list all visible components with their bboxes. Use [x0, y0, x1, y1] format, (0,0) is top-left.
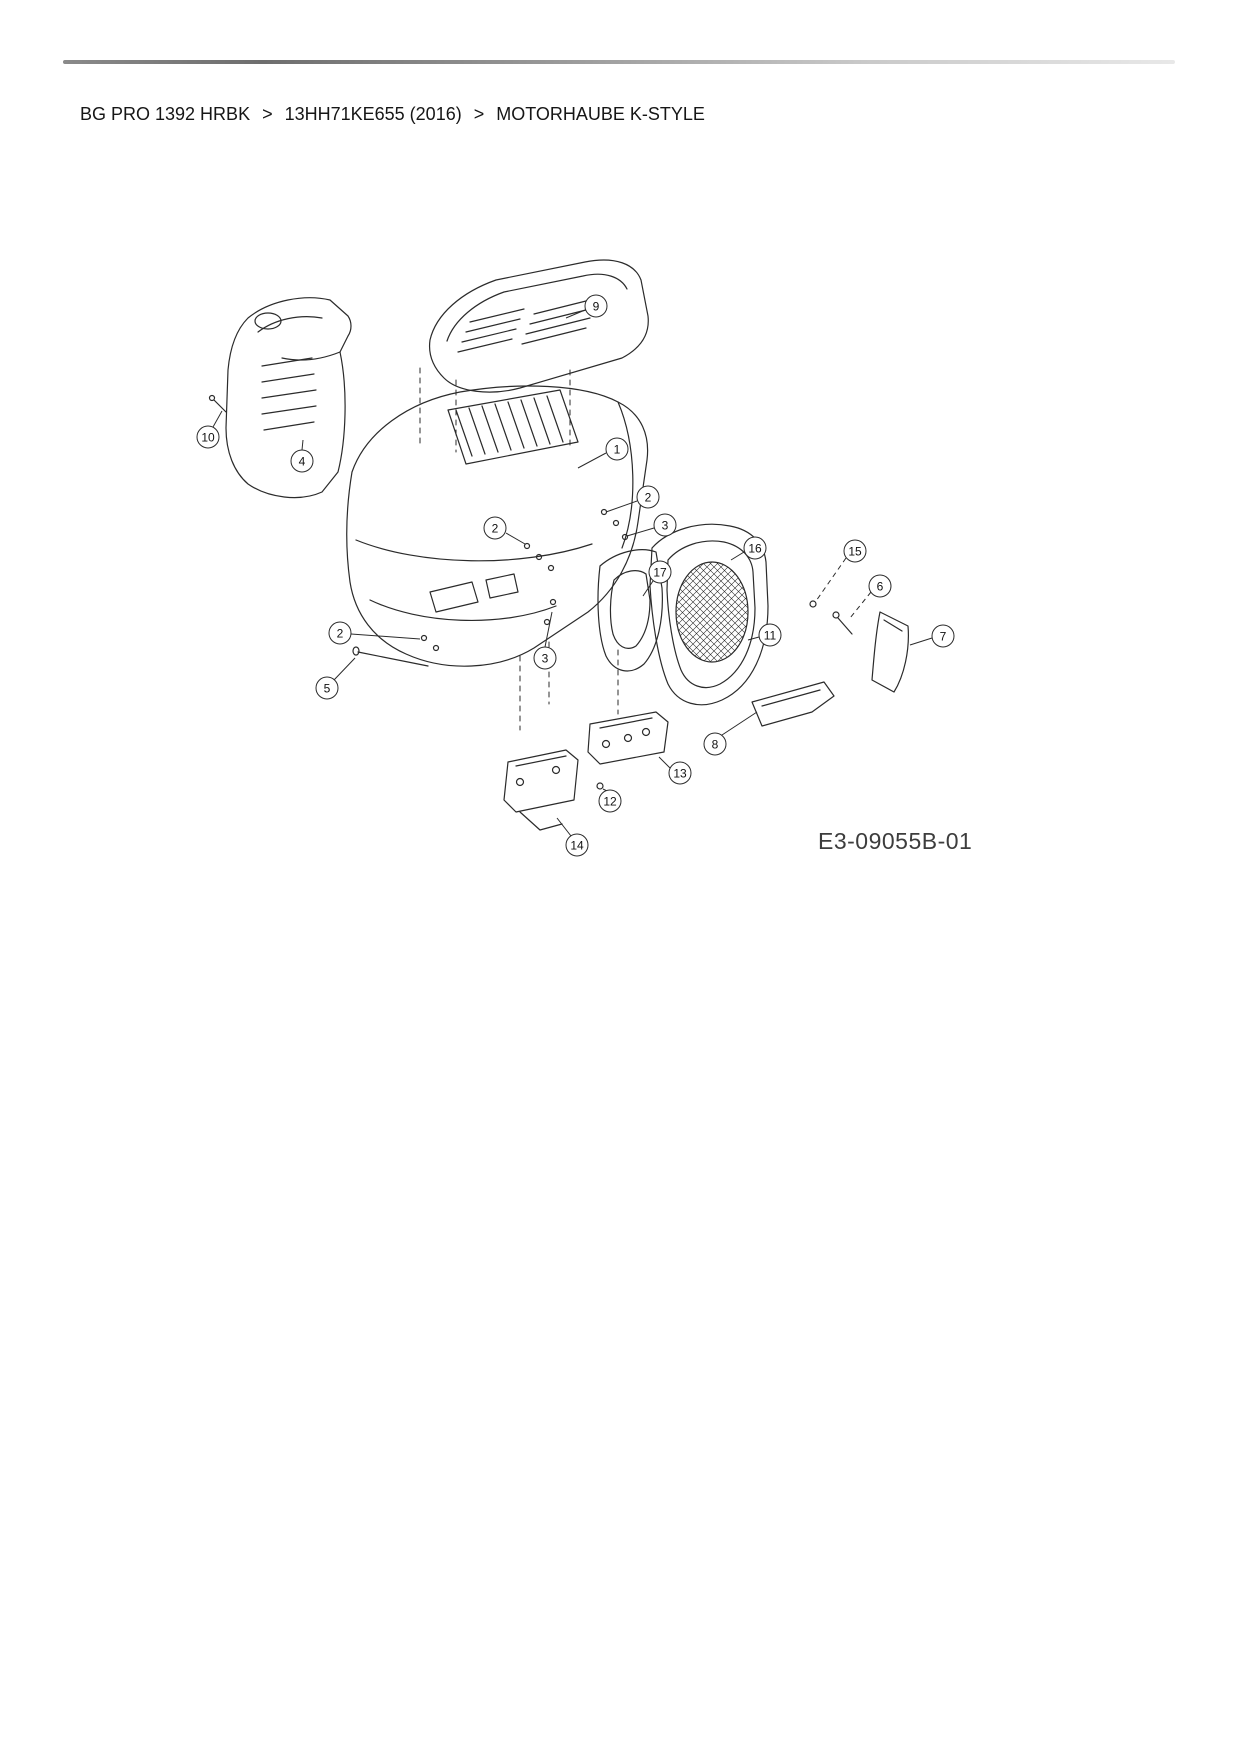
part-callout-2[interactable]: 2 — [636, 485, 660, 509]
part-callout-15[interactable]: 15 — [843, 539, 867, 563]
part-callout-2[interactable]: 2 — [483, 516, 507, 540]
part-callout-9[interactable]: 9 — [584, 294, 608, 318]
part-callout-8[interactable]: 8 — [703, 732, 727, 756]
breadcrumb-item-variant[interactable]: 13HH71KE655 (2016) — [284, 104, 462, 124]
part-callout-7[interactable]: 7 — [931, 624, 955, 648]
part-callout-4[interactable]: 4 — [290, 449, 314, 473]
part-callout-10[interactable]: 10 — [196, 425, 220, 449]
part-callout-11[interactable]: 11 — [758, 623, 782, 647]
header-divider — [63, 60, 1175, 64]
breadcrumb-item-model[interactable]: BG PRO 1392 HRBK — [80, 104, 251, 124]
part-callout-16[interactable]: 16 — [743, 536, 767, 560]
breadcrumb: BG PRO 1392 HRBK > 13HH71KE655 (2016) > … — [80, 104, 705, 125]
part-callout-13[interactable]: 13 — [668, 761, 692, 785]
part-callout-2[interactable]: 2 — [328, 621, 352, 645]
part-callout-14[interactable]: 14 — [565, 833, 589, 857]
part-callout-5[interactable]: 5 — [315, 676, 339, 700]
part-callout-12[interactable]: 12 — [598, 789, 622, 813]
diagram-code: E3-09055B-01 — [818, 828, 973, 854]
part-callout-6[interactable]: 6 — [868, 574, 892, 598]
breadcrumb-item-section: MOTORHAUBE K-STYLE — [496, 104, 705, 124]
part-callout-1[interactable]: 1 — [605, 437, 629, 461]
part-callout-3[interactable]: 3 — [653, 513, 677, 537]
breadcrumb-separator: > — [262, 104, 273, 124]
part-callout-3[interactable]: 3 — [533, 646, 557, 670]
breadcrumb-separator: > — [473, 104, 485, 124]
part-callout-17[interactable]: 17 — [648, 560, 672, 584]
